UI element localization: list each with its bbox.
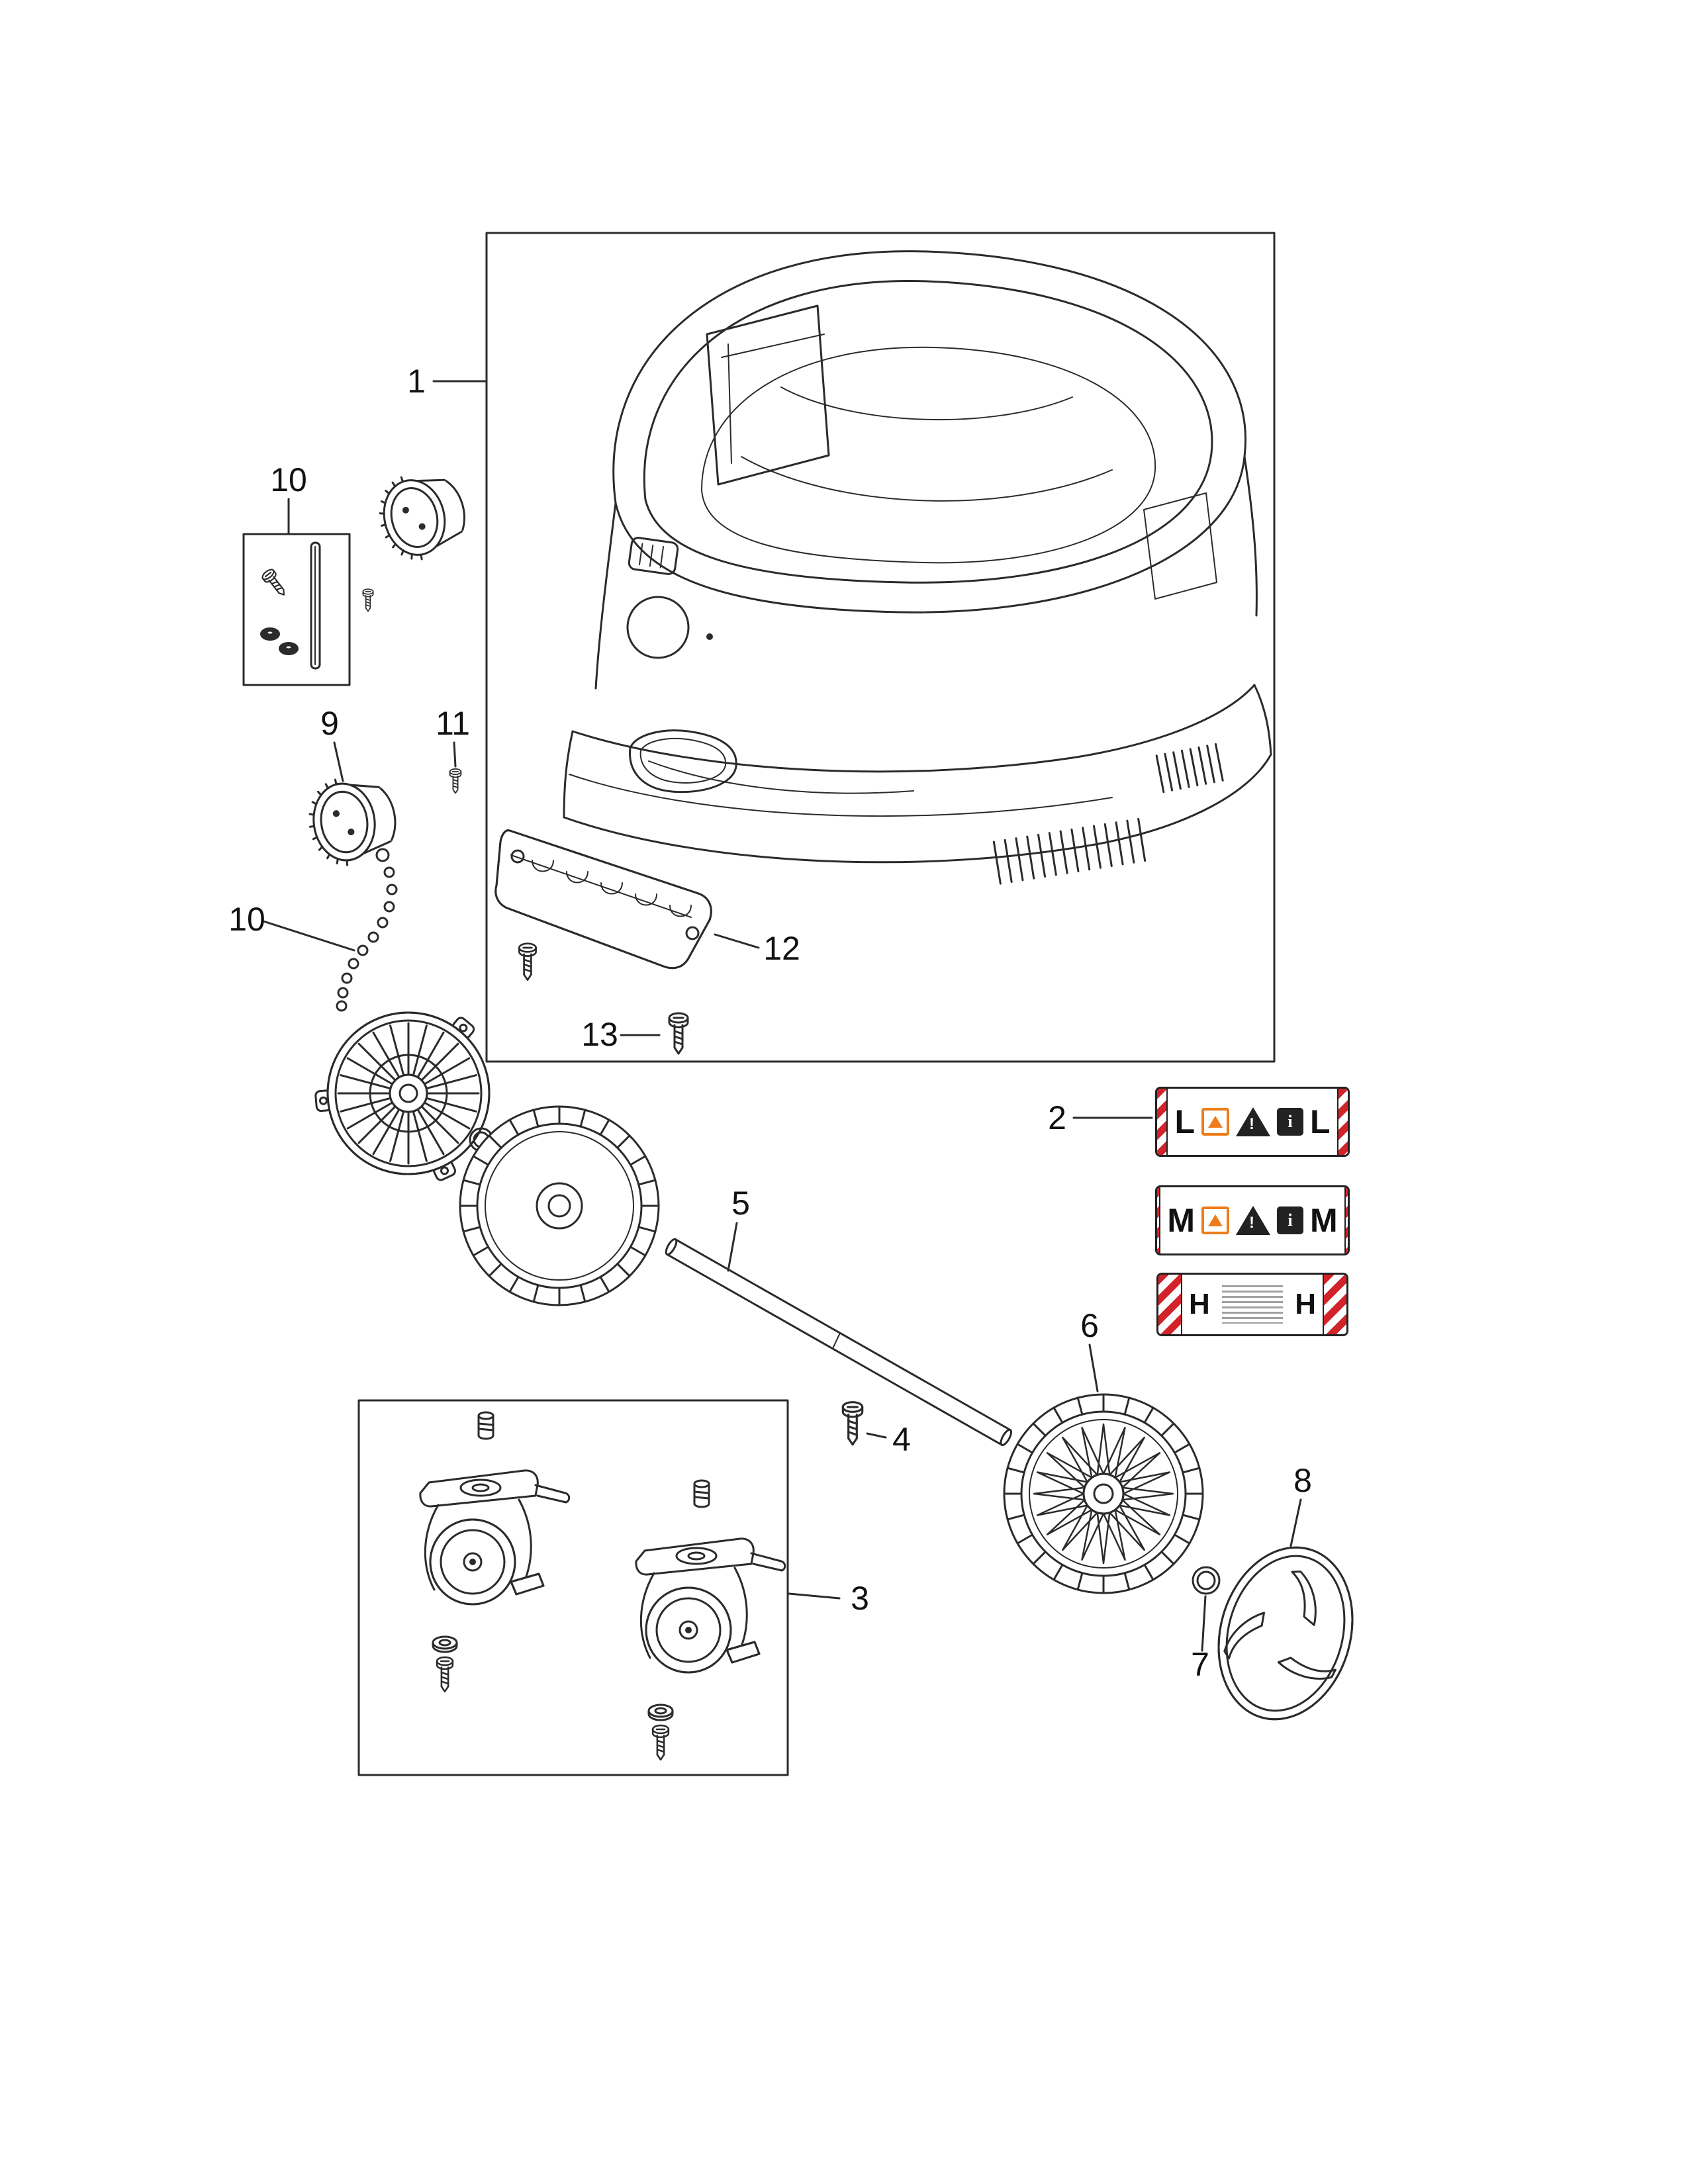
fastener-kit-frame <box>242 533 351 686</box>
part-1-frame <box>485 232 1276 1063</box>
dust-class-letter: M <box>1167 1202 1195 1239</box>
svg-text:4: 4 <box>892 1421 911 1458</box>
svg-text:5: 5 <box>731 1185 750 1222</box>
dust-class-label-m: M ! i M <box>1155 1185 1350 1255</box>
hazard-stripe-icon <box>1336 1089 1348 1155</box>
axle-rod <box>665 1238 1013 1446</box>
svg-text:12: 12 <box>763 930 800 967</box>
callout-13: 13 <box>581 1016 661 1053</box>
dust-class-letter: L <box>1174 1103 1195 1140</box>
wheel-front <box>460 1107 659 1305</box>
warning-triangle-icon: ! <box>1236 1206 1270 1235</box>
caster-assembly-2 <box>636 1480 785 1760</box>
screw-13 <box>668 1012 689 1055</box>
hazard-stripe-icon <box>1157 1187 1161 1253</box>
screw-11 <box>449 768 462 794</box>
callout-12: 12 <box>714 930 800 967</box>
svg-text:6: 6 <box>1080 1307 1099 1344</box>
dust-class-letter: M <box>1310 1202 1338 1239</box>
wheel-rear <box>1004 1394 1203 1593</box>
dust-class-letter: H <box>1189 1288 1210 1320</box>
caster-assembly-1 <box>420 1412 569 1692</box>
hazard-stripe-icon <box>1344 1187 1348 1253</box>
svg-text:11: 11 <box>436 705 470 742</box>
dust-class-label-h: H H <box>1156 1273 1348 1336</box>
dust-class-icon <box>1201 1108 1229 1136</box>
hazard-stripe-icon <box>1157 1089 1168 1155</box>
svg-text:13: 13 <box>581 1016 618 1053</box>
hazard-stripe-icon <box>1323 1275 1346 1334</box>
callout-7: 7 <box>1191 1595 1209 1683</box>
cap-chain <box>336 848 398 1012</box>
svg-text:1: 1 <box>407 363 426 400</box>
bumper-screw <box>518 942 537 981</box>
callout-9: 9 <box>320 705 344 782</box>
bumper-strip <box>494 829 712 970</box>
dust-class-letter: H <box>1295 1288 1316 1320</box>
dust-class-letter: L <box>1310 1103 1331 1140</box>
dust-class-label-l: L ! i L <box>1155 1087 1350 1157</box>
svg-text:2: 2 <box>1048 1099 1066 1136</box>
svg-text:10: 10 <box>228 901 265 938</box>
manual-icon: i <box>1277 1108 1303 1136</box>
callout-10a: 10 <box>270 461 307 534</box>
callout-4: 4 <box>866 1421 911 1458</box>
svg-text:3: 3 <box>851 1580 869 1617</box>
callout-1: 1 <box>407 363 487 400</box>
fan-grill-filter <box>314 1011 491 1181</box>
callout-11: 11 <box>436 705 470 768</box>
cap-with-chain <box>303 771 402 871</box>
svg-text:10: 10 <box>270 461 307 498</box>
svg-text:9: 9 <box>320 705 339 742</box>
small-screw <box>362 588 374 612</box>
callout-8: 8 <box>1289 1462 1312 1547</box>
manual-icon: i <box>1277 1206 1303 1234</box>
callout-6: 6 <box>1080 1307 1099 1392</box>
vent-grille-small <box>1155 743 1224 794</box>
warning-triangle-icon: ! <box>1236 1107 1270 1136</box>
svg-text:8: 8 <box>1293 1462 1312 1499</box>
container-tank <box>563 250 1272 885</box>
hazard-stripe-icon <box>1158 1275 1182 1334</box>
callout-3: 3 <box>788 1580 869 1617</box>
o-ring-7 <box>1192 1566 1221 1595</box>
dust-class-icon <box>1201 1206 1229 1234</box>
vent-grille <box>992 817 1147 885</box>
axle-screw <box>841 1401 864 1446</box>
callout-5: 5 <box>727 1185 750 1272</box>
callout-10b: 10 <box>228 901 355 952</box>
part-3-frame <box>357 1399 789 1776</box>
callout-2: 2 <box>1048 1099 1153 1136</box>
fine-print-text-block <box>1221 1285 1284 1324</box>
hub-cap <box>1217 1546 1354 1721</box>
inlet-cap <box>370 463 474 568</box>
svg-text:7: 7 <box>1191 1646 1209 1683</box>
